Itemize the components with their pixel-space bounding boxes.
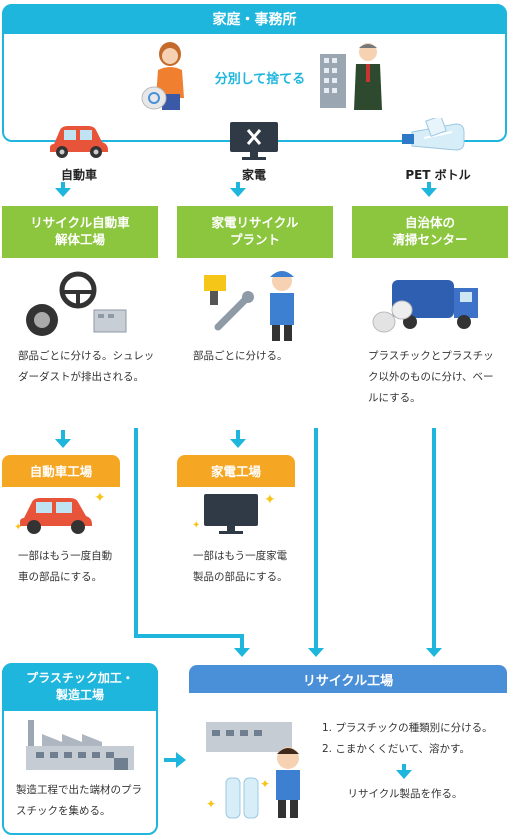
arrow-down-icon — [55, 188, 71, 197]
appliance-factory-desc: 一部はもう一度家電製品の部品にする。 — [193, 550, 288, 583]
appliance-factory-header: 家電工場 — [177, 455, 295, 485]
car-dismantling-desc: 部品ごとに分ける。シュレッダーダストが排出される。 — [18, 350, 155, 383]
garbage-truck-icon — [372, 280, 478, 333]
recycling-step-1: 1. プラスチックの種類別に分ける。 — [322, 722, 493, 734]
connector-line — [432, 428, 436, 650]
arrow-down-icon — [230, 439, 246, 448]
plastic-processing-factory-header: プラスチック加工・ 製造工場 — [2, 663, 158, 711]
car-parts-icon — [26, 271, 127, 336]
car-factory-desc: 一部はもう一度自動車の部品にする。 — [18, 550, 113, 583]
svg-text:✦: ✦ — [14, 522, 22, 533]
recycling-steps: 1. プラスチックの種類別に分ける。 2. こまかくくだいて、溶かす。 — [322, 718, 493, 760]
arrow-down-icon — [55, 439, 71, 448]
municipal-cleaning-center-box: 自治体の 清掃センター — [352, 206, 508, 258]
recycling-result: リサイクル製品を作る。 — [347, 788, 463, 800]
pet-bottle-icon — [402, 118, 465, 151]
connector-line — [134, 634, 240, 638]
household-office-header: 家庭・事務所 — [2, 4, 507, 34]
recycling-step-2: 2. こまかくくだいて、溶かす。 — [322, 743, 470, 755]
appliance-recycling-plant-box: 家電リサイクル プラント — [177, 206, 333, 258]
monitor-icon — [230, 122, 278, 160]
category-car-label: 自動車 — [60, 168, 97, 182]
arrow-down-icon — [308, 648, 324, 657]
woman-recycling-icon — [141, 42, 184, 110]
car-dismantling-plant-box: リサイクル自動車 解体工場 — [2, 206, 158, 258]
plastic-processing-desc: 製造工程で出た端材のプラスチックを集める。 — [16, 784, 142, 817]
arrow-down-icon — [426, 648, 442, 657]
new-car-icon: ✦ ✦ — [14, 490, 106, 534]
connector-line — [134, 428, 138, 638]
category-pet-label: PET ボトル — [405, 168, 471, 182]
svg-text:✦: ✦ — [264, 492, 276, 508]
car-icon — [50, 126, 108, 158]
recycling-worker-icon: ✦ ✦ — [206, 722, 300, 819]
cleaning-center-desc: プラスチックとプラスチック以外のものに分け、ベールにする。 — [368, 350, 494, 404]
arrow-right-icon — [176, 752, 186, 768]
svg-text:✦: ✦ — [94, 490, 106, 506]
factory-building-icon — [26, 720, 134, 770]
svg-text:✦: ✦ — [260, 777, 270, 791]
svg-text:✦: ✦ — [206, 797, 216, 811]
arrow-down-icon — [234, 648, 250, 657]
appliance-recycling-desc: 部品ごとに分ける。 — [193, 350, 288, 362]
category-appliance-label: 家電 — [241, 168, 266, 182]
svg-text:✦: ✦ — [192, 520, 200, 531]
connector-line — [314, 428, 318, 650]
arrow-down-icon — [396, 770, 412, 779]
arrow-down-icon — [230, 188, 246, 197]
office-worker-icon — [320, 43, 382, 110]
arrow-down-icon — [421, 188, 437, 197]
car-factory-header: 自動車工場 — [2, 455, 120, 485]
new-monitor-icon: ✦ ✦ — [192, 492, 276, 534]
sort-instruction: 分別して捨てる — [214, 72, 306, 87]
mechanic-tools-icon — [204, 271, 294, 341]
recycling-factory-header: リサイクル工場 — [189, 665, 507, 693]
